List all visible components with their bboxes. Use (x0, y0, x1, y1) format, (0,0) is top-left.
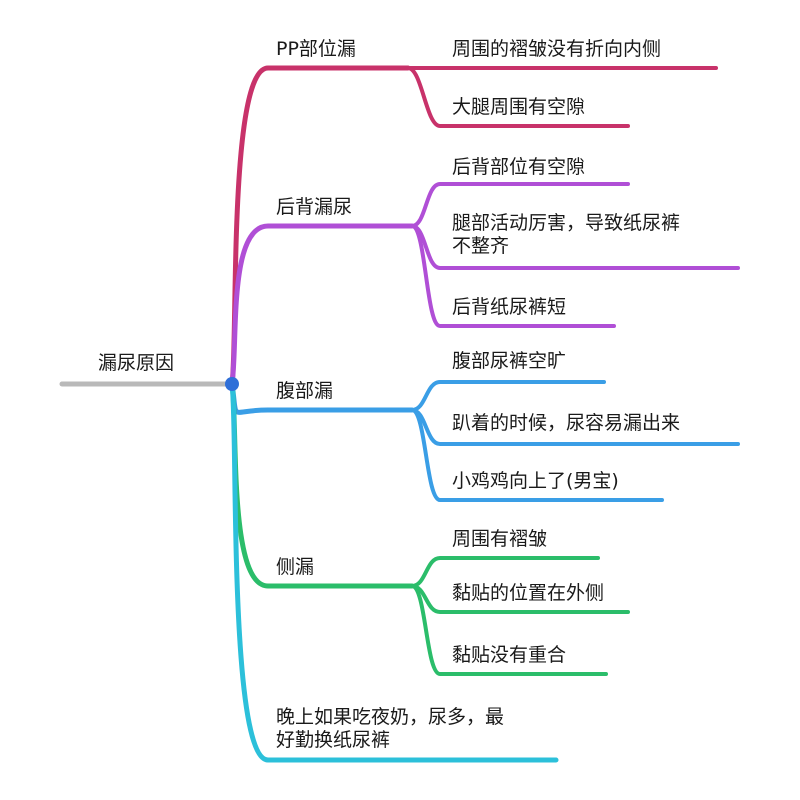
leaf-connector (410, 182, 630, 228)
leaf-belly-3: 小鸡鸡向上了(男宝) (452, 470, 619, 492)
root-topic: 漏尿原因 (98, 352, 175, 374)
leaf-connector (406, 66, 630, 128)
leaf-side-2: 黏贴的位置在外侧 (452, 582, 605, 604)
leaf-side-3: 黏贴没有重合 (452, 644, 567, 666)
leaf-side-1: 周围有褶皱 (452, 528, 548, 550)
branch-night-label: 晚上如果吃夜奶，尿多，最 好勤换纸尿裤 (276, 706, 505, 751)
leaf-back-3: 后背纸尿裤短 (452, 296, 567, 318)
branch-connector (229, 381, 559, 763)
branch-belly-label: 腹部漏 (276, 380, 334, 402)
leaf-back-2: 腿部活动厉害，导致纸尿裤 不整齐 (452, 212, 681, 257)
branch-back-label: 后背漏尿 (276, 196, 353, 218)
leaf-back-1: 后背部位有空隙 (452, 156, 586, 178)
leaf-pp-1: 周围的褶皱没有折向内侧 (452, 38, 662, 60)
leaf-connector (410, 408, 664, 502)
leaf-connector (410, 224, 616, 328)
leaf-connector (410, 380, 606, 412)
leaf-connector (410, 584, 608, 676)
hub-dot (225, 377, 239, 391)
leaf-belly-2: 趴着的时候，尿容易漏出来 (452, 412, 681, 434)
branch-connector (229, 223, 415, 387)
leaf-pp-2: 大腿周围有空隙 (452, 96, 586, 118)
branch-connector (229, 381, 415, 589)
branch-side-label: 侧漏 (276, 556, 315, 578)
leaf-belly-1: 腹部尿裤空旷 (452, 350, 567, 372)
branch-pp-label: PP部位漏 (276, 38, 356, 60)
